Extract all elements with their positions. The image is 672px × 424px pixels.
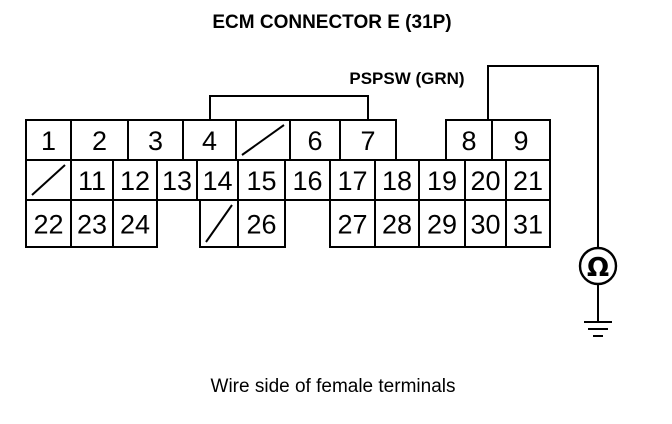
pin-number: 4 [202, 126, 217, 156]
connector-pin: 14 [196, 159, 239, 201]
pin-number: 9 [513, 126, 528, 156]
connector-pin: 30 [464, 199, 507, 248]
connector-pin: 22 [25, 199, 72, 248]
connector-pin: 11 [70, 159, 114, 201]
connector-pin: 23 [70, 199, 114, 248]
connector-cavity-empty [235, 119, 291, 161]
connector-pin: 15 [237, 159, 286, 201]
pin-number: 2 [92, 126, 107, 156]
connector-pin: 1 [25, 119, 72, 161]
pin-number: 20 [470, 166, 500, 196]
ground-icon [584, 321, 612, 337]
connector-pin: 3 [127, 119, 184, 161]
pin-number: 31 [513, 210, 543, 240]
jumper-wire [209, 95, 369, 120]
pin-number: 6 [307, 126, 322, 156]
blank-terminal-slash [31, 164, 66, 196]
connector-pin: 27 [329, 199, 376, 248]
connector-pin: 18 [374, 159, 420, 201]
pin-number: 28 [382, 210, 412, 240]
connector-pin: 6 [289, 119, 341, 161]
pin-number: 27 [337, 210, 367, 240]
connector-row-3: 22 23 24 26 27 28 29 30 31 [25, 199, 551, 248]
connector-cavity-empty [199, 199, 239, 248]
pin-number: 17 [337, 166, 367, 196]
pin-number: 23 [77, 210, 107, 240]
ohmmeter-lead [487, 65, 599, 248]
pin-number: 29 [427, 210, 457, 240]
connector-pin: 2 [70, 119, 129, 161]
connector-row-1: 1 2 3 4 6 7 8 9 [25, 119, 551, 161]
connector-cavity-empty [25, 159, 72, 201]
connector-pin: 7 [339, 119, 397, 161]
pin-number: 18 [382, 166, 412, 196]
connector-pin: 8 [445, 119, 493, 161]
connector-pin: 17 [329, 159, 376, 201]
connector-pin: 26 [237, 199, 286, 248]
pin-number: 30 [470, 210, 500, 240]
connector-row-2: 11 12 13 14 15 16 17 18 19 20 21 [25, 159, 551, 201]
blank-terminal-slash [241, 124, 285, 156]
connector-pin: 29 [418, 199, 466, 248]
diagram-caption: Wire side of female terminals [211, 376, 456, 397]
connector-pin: 4 [182, 119, 237, 161]
connector-pin: 16 [284, 159, 331, 201]
pin-number: 3 [148, 126, 163, 156]
diagram-title: ECM CONNECTOR E (31P) [212, 12, 451, 33]
pin-number: 22 [33, 210, 63, 240]
pin-number: 8 [461, 126, 476, 156]
connector-pin: 20 [464, 159, 507, 201]
pin-number: 19 [427, 166, 457, 196]
connector-pin: 9 [491, 119, 551, 161]
pin-number: 26 [246, 210, 276, 240]
connector-pin: 12 [112, 159, 158, 201]
pin-number: 16 [292, 166, 322, 196]
connector-pin: 31 [505, 199, 551, 248]
connector-pin: 28 [374, 199, 420, 248]
pin-number: 7 [360, 126, 375, 156]
wire-label: PSPSW (GRN) [349, 69, 464, 88]
pin-number: 24 [120, 210, 150, 240]
pin-number: 14 [202, 166, 232, 196]
connector-pin: 19 [418, 159, 466, 201]
connector-pin: 24 [112, 199, 158, 248]
ohmmeter-symbol: Ω [587, 253, 609, 283]
pin-number: 13 [162, 166, 192, 196]
pin-number: 15 [246, 166, 276, 196]
ohmmeter-icon: Ω [578, 246, 618, 286]
pin-number: 21 [513, 166, 543, 196]
pin-number: 11 [78, 166, 106, 196]
pin-number: 1 [41, 126, 56, 156]
connector-pin: 21 [505, 159, 551, 201]
pin-number: 12 [120, 166, 150, 196]
blank-terminal-slash [205, 204, 233, 243]
connector-pin: 13 [156, 159, 198, 201]
